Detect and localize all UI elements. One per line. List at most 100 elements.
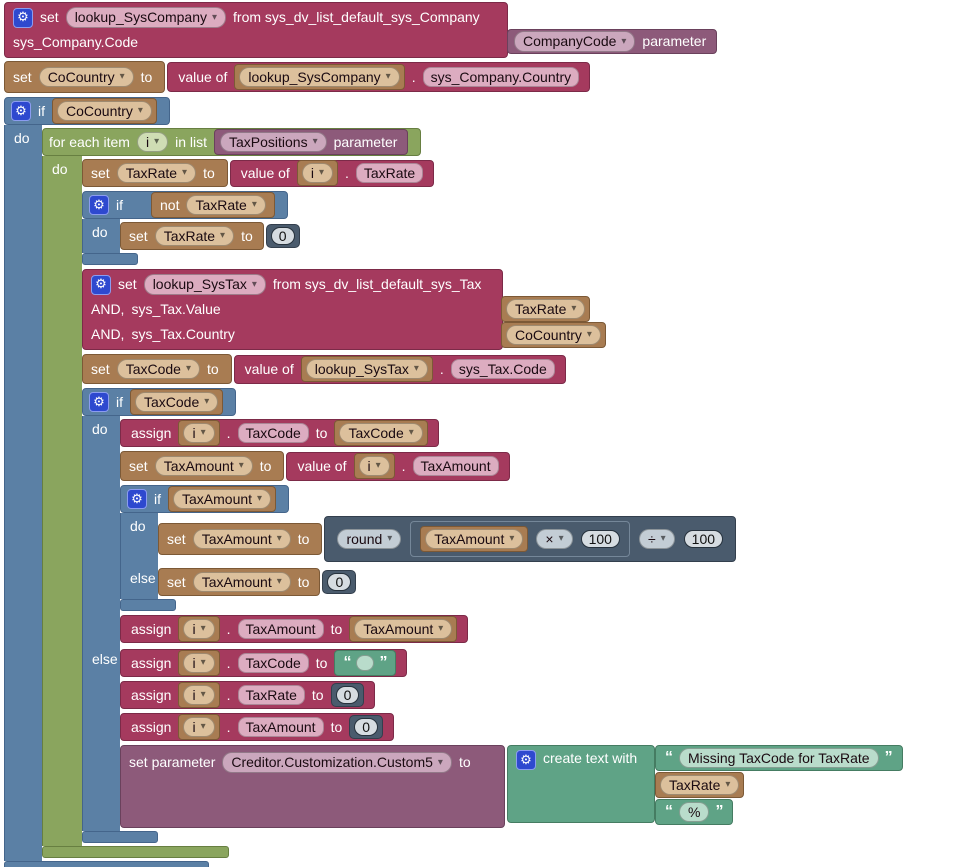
- number-zero-block[interactable]: 0: [330, 682, 365, 708]
- number-zero-block[interactable]: 0: [265, 223, 300, 249]
- round-math-block[interactable]: round ▾: [324, 516, 737, 562]
- number-field[interactable]: 100: [683, 529, 724, 549]
- for-each-block[interactable]: for each item i ▾ in list TaxPositions ▾…: [42, 128, 903, 858]
- mutator-gear-icon[interactable]: ⚙: [516, 750, 536, 770]
- taxcode-dropdown[interactable]: TaxCode ▾: [116, 358, 200, 380]
- if-taxamount-header[interactable]: ⚙ if TaxAmount ▾: [120, 485, 290, 513]
- divide-operator-dropdown[interactable]: ÷ ▾: [638, 528, 675, 550]
- mutator-gear-icon[interactable]: ⚙: [13, 7, 33, 28]
- taxamount-dropdown[interactable]: TaxAmount ▾: [192, 528, 291, 550]
- string-field[interactable]: Missing TaxCode for TaxRate: [679, 747, 879, 769]
- dataverse-lookup-company-block[interactable]: ⚙ set lookup_SysCompany ▾ from sys_dv_li…: [4, 2, 508, 58]
- mutator-gear-icon[interactable]: ⚙: [89, 392, 109, 412]
- mutator-gear-icon[interactable]: ⚙: [91, 274, 111, 295]
- value-of-systax-code-block[interactable]: value of lookup_SysTax ▾ . sys_Tax.Code: [233, 354, 566, 384]
- cocountry-var-block[interactable]: CoCountry ▾: [52, 97, 157, 125]
- i-dropdown[interactable]: i ▾: [183, 716, 215, 738]
- if-not-taxrate-header[interactable]: ⚙ if not TaxRate ▾: [82, 191, 288, 219]
- if-cocountry-header[interactable]: ⚙ if CoCountry ▾: [4, 97, 170, 125]
- taxpositions-dropdown[interactable]: TaxPositions ▾: [220, 131, 327, 153]
- lookup-syscompany-dropdown[interactable]: lookup_SysCompany ▾: [65, 7, 227, 28]
- number-field[interactable]: 0: [327, 572, 352, 592]
- i-var-block[interactable]: i ▾: [178, 419, 220, 447]
- taxcode-var-block[interactable]: TaxCode ▾: [130, 388, 224, 416]
- number-zero-block[interactable]: 0: [349, 714, 384, 740]
- i-var-block[interactable]: i ▾: [178, 681, 220, 709]
- lookup-syscompany-var-block[interactable]: lookup_SysCompany ▾: [234, 63, 405, 91]
- dataverse-lookup-tax-block[interactable]: ⚙ set lookup_SysTax ▾ from sys_dv_list_d…: [82, 269, 503, 350]
- taxamount-dropdown[interactable]: TaxAmount ▾: [154, 455, 253, 477]
- taxrate-dropdown[interactable]: TaxRate ▾: [186, 194, 266, 216]
- number-field[interactable]: 100: [580, 529, 620, 549]
- not-block[interactable]: not TaxRate ▾: [151, 192, 275, 218]
- string-field[interactable]: [356, 655, 375, 671]
- taxamount-var-block[interactable]: TaxAmount ▾: [420, 525, 529, 553]
- taxrate-dropdown[interactable]: TaxRate ▾: [154, 225, 235, 247]
- lookup-systax-dropdown[interactable]: lookup_SysTax ▾: [305, 358, 428, 380]
- taxcode-dropdown[interactable]: TaxCode ▾: [339, 422, 423, 444]
- lookup-systax-dropdown[interactable]: lookup_SysTax ▾: [143, 274, 266, 295]
- assign-taxcode-block[interactable]: assign i ▾ .: [120, 419, 439, 447]
- i-dropdown[interactable]: i ▾: [183, 684, 215, 706]
- taxpositions-parameter-block[interactable]: TaxPositions ▾ parameter: [214, 129, 409, 155]
- if-taxamount-block[interactable]: ⚙ if TaxAmount ▾: [120, 485, 737, 611]
- assign-taxrate-zero-block[interactable]: assign i ▾ .: [120, 681, 376, 709]
- taxamount-var-block[interactable]: TaxAmount ▾: [168, 485, 277, 513]
- set-cocountry-block[interactable]: set CoCountry ▾ to: [4, 61, 166, 93]
- taxrate-var-block[interactable]: TaxRate ▾: [501, 296, 591, 323]
- taxrate-dropdown[interactable]: TaxRate ▾: [506, 299, 586, 320]
- multiply-operator-dropdown[interactable]: × ▾: [536, 528, 573, 550]
- taxamount-var-block[interactable]: TaxAmount ▾: [349, 615, 458, 643]
- assign-taxamount-block[interactable]: assign i ▾ .: [120, 615, 469, 643]
- taxamount-dropdown[interactable]: TaxAmount ▾: [173, 488, 272, 510]
- percent-string-block[interactable]: “ % ”: [655, 799, 734, 826]
- i-var-block[interactable]: i ▾: [353, 452, 395, 480]
- multiply-math-block[interactable]: TaxAmount ▾ ×: [410, 521, 630, 557]
- set-parameter-block[interactable]: set parameter Creditor.Customization.Cus…: [120, 745, 505, 828]
- create-text-block[interactable]: ⚙ create text with: [507, 745, 655, 823]
- if-taxcode-header[interactable]: ⚙ if TaxCode ▾: [82, 388, 237, 416]
- taxrate-dropdown[interactable]: TaxRate ▾: [116, 162, 197, 184]
- mutator-gear-icon[interactable]: ⚙: [11, 101, 31, 121]
- companycode-parameter-block[interactable]: CompanyCode ▾ parameter: [507, 29, 718, 54]
- i-dropdown[interactable]: i ▾: [183, 618, 215, 640]
- taxamount-dropdown[interactable]: TaxAmount ▾: [192, 571, 291, 593]
- string-field[interactable]: %: [679, 802, 710, 823]
- if-taxcode-block[interactable]: ⚙ if TaxCode ▾: [82, 388, 903, 843]
- taxrate-var-block[interactable]: TaxRate ▾: [655, 772, 745, 799]
- custom5-dropdown[interactable]: Creditor.Customization.Custom5 ▾: [222, 752, 452, 773]
- empty-string-block[interactable]: “ ”: [334, 650, 397, 676]
- cocountry-dropdown[interactable]: CoCountry ▾: [506, 325, 601, 346]
- if-not-taxrate-block[interactable]: ⚙ if not TaxRate ▾: [82, 191, 300, 265]
- number-field[interactable]: 0: [354, 717, 379, 737]
- value-of-i-taxamount-block[interactable]: value of i ▾ .: [286, 451, 510, 481]
- number-field[interactable]: 0: [335, 685, 360, 705]
- lookup-systax-var-block[interactable]: lookup_SysTax ▾: [300, 355, 433, 383]
- mutator-gear-icon[interactable]: ⚙: [89, 195, 109, 215]
- i-var-block[interactable]: i ▾: [296, 159, 338, 187]
- loop-variable-dropdown[interactable]: i ▾: [136, 131, 169, 153]
- i-var-block[interactable]: i ▾: [178, 649, 220, 677]
- i-var-block[interactable]: i ▾: [178, 615, 220, 643]
- i-dropdown[interactable]: i ▾: [301, 162, 333, 184]
- assign-taxamount-zero-block[interactable]: assign i ▾ .: [120, 713, 395, 741]
- missing-taxcode-string-block[interactable]: “ Missing TaxCode for TaxRate ”: [655, 745, 903, 771]
- taxcode-dropdown[interactable]: TaxCode ▾: [135, 391, 219, 413]
- cocountry-var-block[interactable]: CoCountry ▾: [501, 322, 606, 349]
- value-of-company-country-block[interactable]: value of lookup_SysCompany ▾ . sys_Compa…: [167, 62, 591, 92]
- i-dropdown[interactable]: i ▾: [183, 652, 215, 674]
- if-cocountry-block[interactable]: ⚙ if CoCountry ▾ do for each item i: [4, 97, 903, 867]
- i-dropdown[interactable]: i ▾: [183, 422, 215, 444]
- number-zero-block[interactable]: 0: [322, 569, 357, 595]
- assign-taxcode-empty-block[interactable]: assign i ▾ .: [120, 649, 408, 677]
- taxamount-dropdown[interactable]: TaxAmount ▾: [354, 618, 453, 640]
- taxamount-dropdown[interactable]: TaxAmount ▾: [425, 528, 524, 550]
- i-dropdown[interactable]: i ▾: [358, 455, 390, 477]
- lookup-syscompany-dropdown[interactable]: lookup_SysCompany ▾: [239, 66, 400, 88]
- set-taxamount-block[interactable]: set TaxAmount ▾ to: [158, 523, 323, 555]
- number-field[interactable]: 0: [270, 226, 295, 246]
- taxcode-var-block[interactable]: TaxCode ▾: [334, 419, 428, 447]
- round-dropdown[interactable]: round ▾: [337, 528, 402, 550]
- mutator-gear-icon[interactable]: ⚙: [127, 489, 147, 509]
- set-taxamount-block[interactable]: set TaxAmount ▾ to: [120, 451, 285, 481]
